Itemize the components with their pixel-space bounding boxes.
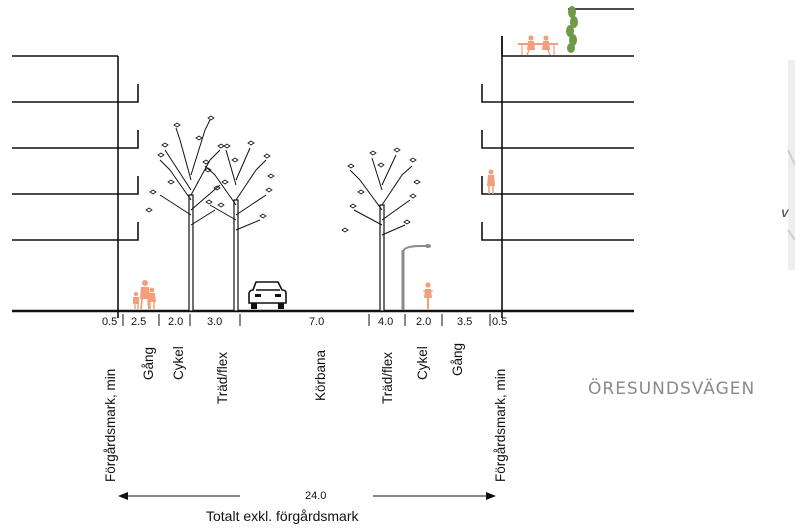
width-value: 0.5 [102,316,117,328]
width-value: 2.5 [131,316,146,328]
width-value: 0.5 [492,316,507,328]
lane-label-forgardsmark-left: Förgårdsmark, min [103,369,118,482]
street-name: ÖRESUNDSVÄGEN [588,377,755,399]
lane-label-gang-left: Gång [141,347,156,380]
rooftop-people-icon [518,35,558,56]
birch-tree-icon [202,140,275,312]
birch-tree-icon [341,147,421,312]
green-plant-icon [566,6,578,53]
total-label: Totalt exkl. förgårdsmark [206,508,359,524]
width-value: 4.0 [378,316,393,328]
total-dimension: 24.0 Totalt exkl. förgårdsmark [118,490,496,524]
lane-label-trad-flex-right: Träd/flex [380,352,395,404]
width-value: 7.0 [309,316,324,328]
width-value: 3.0 [207,316,222,328]
street-lamp-icon [401,244,431,310]
lane-label-forgardsmark-right: Förgårdsmark, min [493,369,508,482]
balcony-person-icon [487,169,495,194]
birch-tree-icon [145,115,229,312]
map-fragment-letter: V [781,208,790,220]
total-value: 24.0 [305,490,326,502]
width-value: 2.0 [416,316,431,328]
left-building [12,55,139,318]
lane-label-gang-right: Gång [450,343,465,376]
lane-label-cykel-right: Cykel [415,346,430,380]
lane-label-trad-flex-left: Träd/flex [215,352,230,404]
lane-label-korbana: Körbana [313,349,328,401]
car-icon [248,281,287,309]
cyclist-icon [423,282,433,309]
dimension-ticks [122,314,491,326]
width-value: 2.0 [168,316,183,328]
map-fragment: V [781,60,795,270]
lane-label-cykel-left: Cykel [171,346,186,380]
width-value: 3.5 [457,316,472,328]
right-building [481,8,634,318]
pedestrians-icon [133,280,156,310]
dimension-values: 0.5 2.5 2.0 3.0 7.0 4.0 2.0 3.5 0.5 [102,316,507,328]
lane-labels: Förgårdsmark, min Gång Cykel Träd/flex K… [103,343,508,482]
